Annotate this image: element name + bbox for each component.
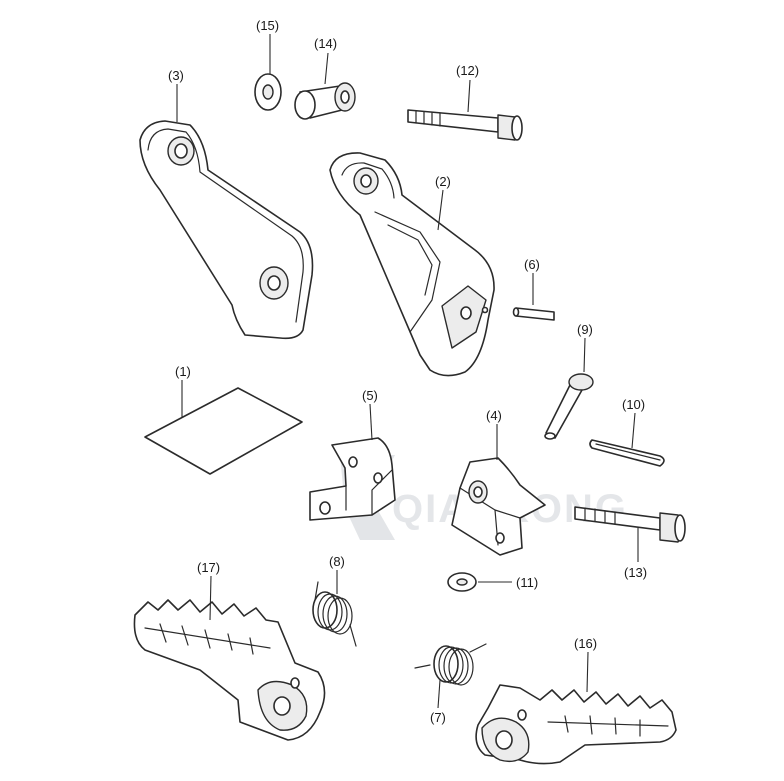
part-6-pin <box>512 307 555 321</box>
callout-14: (14) <box>314 36 337 51</box>
callout-4: (4) <box>486 408 502 423</box>
part-11-washer <box>447 572 477 592</box>
part-5-bracket <box>309 437 396 521</box>
callout-16: (16) <box>574 636 597 651</box>
part-2-bracket-plate <box>329 152 495 377</box>
callout-12: (12) <box>456 63 479 78</box>
part-14-sleeve <box>294 82 356 120</box>
part-3-bracket-plate <box>139 120 314 340</box>
callout-8: (8) <box>329 554 345 569</box>
callout-10: (10) <box>622 397 645 412</box>
part-10-cotter-pin <box>589 439 665 467</box>
callout-15: (15) <box>256 18 279 33</box>
callout-1: (1) <box>175 364 191 379</box>
callout-5: (5) <box>362 388 378 403</box>
callout-labels: (1) (2) (3) (4) (5) (6) (7) (8) (9) (10)… <box>168 18 647 725</box>
callout-9: (9) <box>577 322 593 337</box>
callout-11: (11) <box>516 575 538 590</box>
callout-13: (13) <box>624 565 647 580</box>
part-4-bracket <box>451 457 546 556</box>
callout-7: (7) <box>430 710 446 725</box>
callout-6: (6) <box>524 257 540 272</box>
part-9-clevis-pin <box>544 373 594 440</box>
part-17-footpeg <box>133 599 326 741</box>
callout-3: (3) <box>168 68 184 83</box>
leader-lines <box>176 34 639 709</box>
part-1-sheet <box>144 387 303 475</box>
callout-17: (17) <box>197 560 220 575</box>
part-16-footpeg <box>475 684 677 765</box>
part-7-spring <box>414 643 487 686</box>
part-8-spring <box>312 581 357 647</box>
part-13-bolt <box>574 506 686 543</box>
callout-2: (2) <box>435 174 451 189</box>
part-15-washer <box>254 73 282 111</box>
part-12-bolt <box>407 109 523 141</box>
